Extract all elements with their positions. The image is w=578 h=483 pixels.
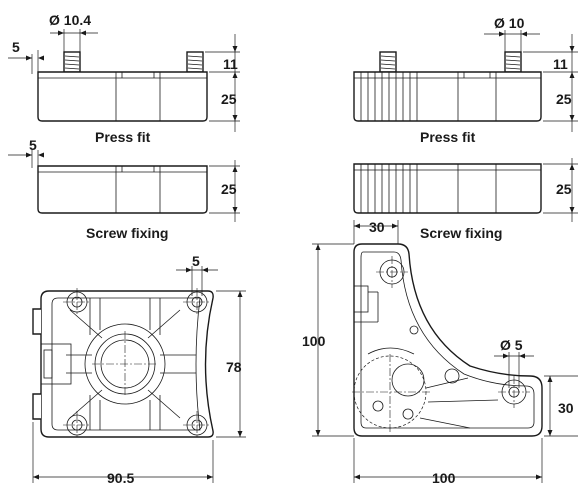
dim-plan-right-width: 100	[432, 470, 456, 483]
plan-view-right: 30 100 Ø 5 30 100	[302, 219, 578, 483]
press-fit-right-view: Ø 10 11 25 Press fit	[353, 15, 578, 145]
dim-pressfit-left-diameter: Ø 10.4	[49, 12, 91, 28]
dim-screw-right-height: 25	[556, 181, 572, 197]
caption-screw-fixing-right: Screw fixing	[420, 225, 502, 241]
screw-hole-right	[498, 376, 530, 408]
press-fit-left-view: 5 Ø 10.4 11 25 Press fit	[8, 12, 240, 145]
screw-hole-top-left	[63, 288, 91, 316]
dim-screw-left-height: 25	[221, 181, 237, 197]
dim-plan-right-diameter: Ø 5	[500, 337, 523, 353]
dim-pressfit-right-height: 25	[556, 91, 572, 107]
screw-hole-bottom-right	[183, 411, 211, 439]
screw-hole-top-right	[183, 288, 211, 316]
dim-pressfit-left-offset: 5	[12, 39, 20, 55]
dim-plan-right-top: 30	[369, 219, 385, 235]
screw-hole-top	[376, 256, 408, 288]
caption-press-fit-left: Press fit	[95, 129, 151, 145]
dim-pressfit-left-pin: 11	[223, 56, 238, 72]
dim-plan-left-hole: 5	[192, 253, 200, 269]
dim-plan-left-depth: 78	[226, 359, 242, 375]
dim-pressfit-right-pin: 11	[553, 56, 568, 72]
screw-fixing-left-view: 5 25 Screw fixing	[8, 137, 240, 241]
plan-view-left: 5 78 90.5	[32, 253, 246, 483]
dim-screw-left-offset: 5	[29, 137, 37, 153]
screw-fixing-right-view: 25 Screw fixing	[353, 158, 578, 241]
caption-press-fit-right: Press fit	[420, 129, 476, 145]
dim-pressfit-right-diameter: Ø 10	[494, 15, 525, 31]
dim-plan-left-width: 90.5	[107, 470, 134, 483]
screw-hole-bottom-left	[63, 411, 91, 439]
dim-plan-right-side: 30	[558, 400, 574, 416]
dim-plan-right-height: 100	[302, 333, 326, 349]
dim-pressfit-left-height: 25	[221, 91, 237, 107]
caption-screw-fixing-left: Screw fixing	[86, 225, 168, 241]
